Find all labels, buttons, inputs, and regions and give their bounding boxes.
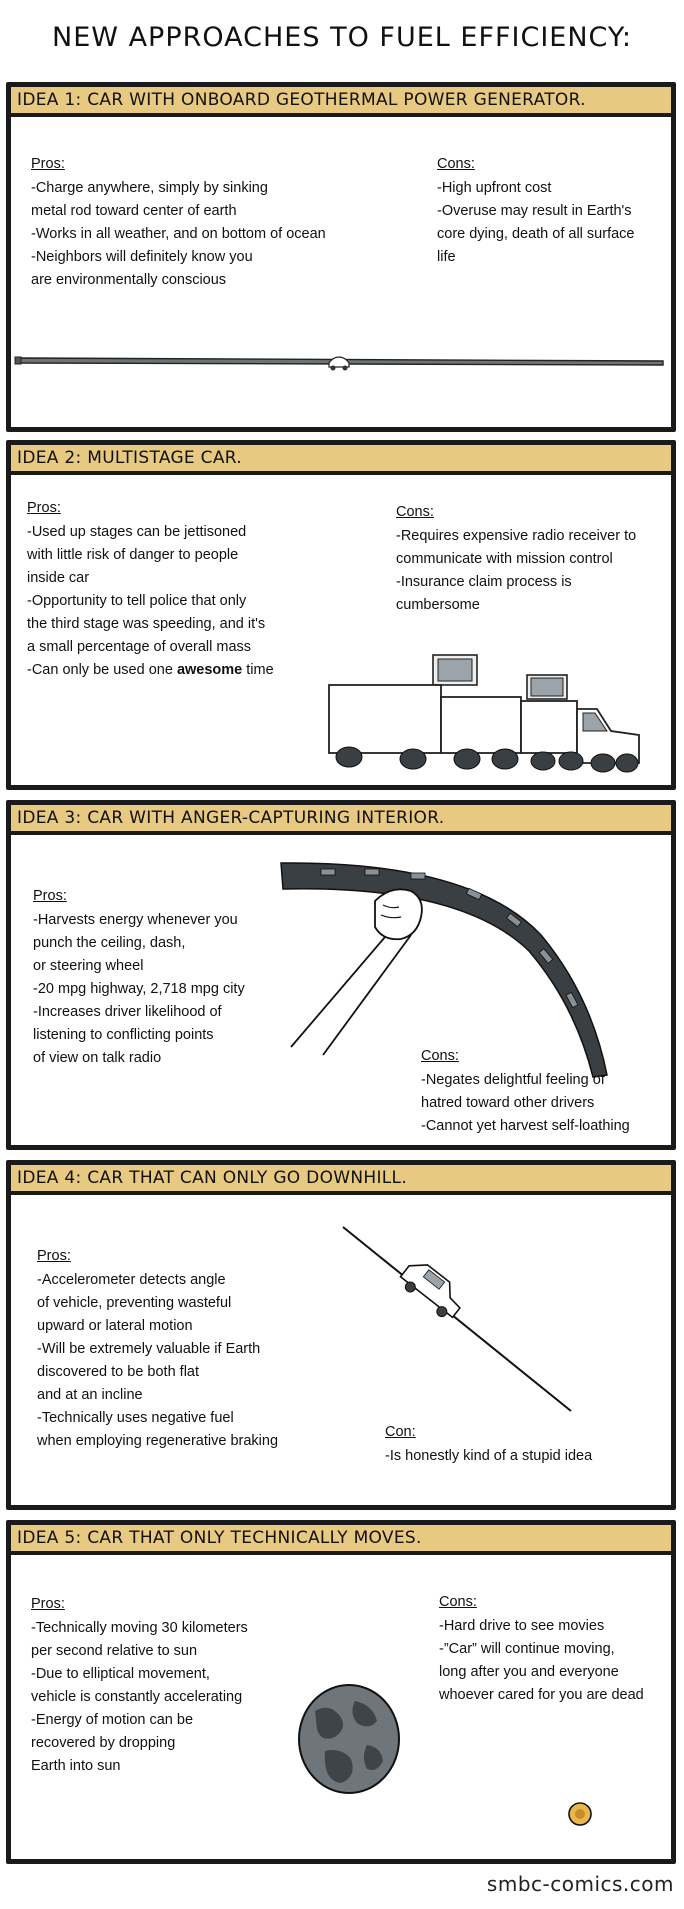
pros-line: discovered to be both flat [37, 1364, 200, 1380]
pros-line: when employing regenerative braking [37, 1433, 279, 1449]
pros-label: Pros: [31, 156, 65, 172]
pros-line: -Accelerometer detects angle [37, 1272, 226, 1288]
panel-banner: IDEA 3: CAR WITH ANGER-CAPTURING INTERIO… [11, 805, 671, 835]
pros-label: Pros: [37, 1248, 71, 1264]
pros-text: -Can only be used one [27, 662, 177, 678]
panel-idea-4: IDEA 4: CAR THAT CAN ONLY GO DOWNHILL. P… [6, 1160, 676, 1510]
pros-line: listening to conflicting points [33, 1027, 214, 1043]
pros-line: -Charge anywhere, simply by sinking [31, 180, 268, 196]
panel-banner: IDEA 2: MULTISTAGE CAR. [11, 445, 671, 475]
pros-line: -Opportunity to tell police that only [27, 593, 247, 609]
pros-block: Pros: -Technically moving 30 kilometers … [31, 1593, 248, 1778]
multistage-car-illustration [328, 654, 640, 773]
pros-line: -Energy of motion can be [31, 1712, 194, 1728]
pros-line: -Technically moving 30 kilometers [31, 1620, 248, 1636]
cons-label: Cons: [421, 1048, 459, 1064]
downhill-car-illustration [342, 1226, 572, 1412]
pros-line: or steering wheel [33, 958, 144, 974]
panel-banner: IDEA 1: CAR WITH ONBOARD GEOTHERMAL POWE… [11, 87, 671, 117]
earth-illustration [298, 1684, 400, 1794]
pros-label: Pros: [31, 1596, 65, 1612]
pros-line: -Due to elliptical movement, [31, 1666, 210, 1682]
cons-line: -Negates delightful feeling of [421, 1072, 605, 1088]
panel-banner: IDEA 4: CAR THAT CAN ONLY GO DOWNHILL. [11, 1165, 671, 1195]
pros-line: and at an incline [37, 1387, 143, 1403]
pros-line: of vehicle, preventing wasteful [37, 1295, 232, 1311]
panel-idea-3: IDEA 3: CAR WITH ANGER-CAPTURING INTERIO… [6, 800, 676, 1150]
pros-line: upward or lateral motion [37, 1318, 193, 1334]
cons-line: -Is honestly kind of a stupid idea [385, 1448, 593, 1464]
pros-line: recovered by dropping [31, 1735, 176, 1751]
cons-line: -Overuse may result in Earth's [437, 203, 632, 219]
cons-line: communicate with mission control [396, 551, 613, 567]
cons-label: Con: [385, 1424, 416, 1440]
pros-line: vehicle is constantly accelerating [31, 1689, 243, 1705]
pros-line: of view on talk radio [33, 1050, 162, 1066]
geothermal-rod-illustration [14, 356, 664, 371]
pros-line: metal rod toward center of earth [31, 203, 237, 219]
panel-banner: IDEA 5: CAR THAT ONLY TECHNICALLY MOVES. [11, 1525, 671, 1555]
pros-line: per second relative to sun [31, 1643, 198, 1659]
cons-label: Cons: [396, 504, 434, 520]
pros-line: the third stage was speeding, and it's [27, 616, 266, 632]
cons-label: Cons: [439, 1594, 477, 1610]
panel-idea-2: IDEA 2: MULTISTAGE CAR. Pros: -Used up s… [6, 440, 676, 790]
pros-line: -Used up stages can be jettisoned [27, 524, 247, 540]
cons-line: -Requires expensive radio receiver to [396, 528, 637, 544]
site-credit: smbc-comics.com [486, 1872, 674, 1896]
cons-line: cumbersome [396, 597, 480, 613]
pros-line: a small percentage of overall mass [27, 639, 252, 655]
cons-block: Cons: -Requires expensive radio receiver… [396, 501, 636, 617]
cons-block: Cons: -Hard drive to see movies -”Car” w… [439, 1591, 644, 1707]
comic-title: NEW APPROACHES TO FUEL EFFICIENCY: [52, 22, 632, 53]
pros-block: Pros: -Accelerometer detects angle of ve… [37, 1245, 278, 1453]
pros-block: Pros: -Harvests energy whenever you punc… [33, 885, 245, 1070]
pros-label: Pros: [33, 888, 67, 904]
cons-line: life [437, 249, 456, 265]
cons-line: core dying, death of all surface [437, 226, 635, 242]
pros-line: -20 mpg highway, 2,718 mpg city [33, 981, 245, 997]
pros-line: are environmentally conscious [31, 272, 227, 288]
pros-line: -Will be extremely valuable if Earth [37, 1341, 261, 1357]
pros-line-awesome: -Can only be used one awesome time [27, 659, 274, 682]
pros-line: Earth into sun [31, 1758, 121, 1774]
pros-block: Pros: -Used up stages can be jettisoned … [27, 497, 274, 682]
cons-line: -”Car” will continue moving, [439, 1641, 615, 1657]
pros-line: -Technically uses negative fuel [37, 1410, 234, 1426]
cons-label: Cons: [437, 156, 475, 172]
cons-line: -Insurance claim process is [396, 574, 572, 590]
pros-block: Pros: -Charge anywhere, simply by sinkin… [31, 153, 326, 292]
punching-arm-illustration [280, 862, 608, 1078]
panel-idea-1: IDEA 1: CAR WITH ONBOARD GEOTHERMAL POWE… [6, 82, 676, 432]
pros-line: -Harvests energy whenever you [33, 912, 238, 928]
cons-line: hatred toward other drivers [421, 1095, 595, 1111]
pros-line: punch the ceiling, dash, [33, 935, 186, 951]
cons-line: -High upfront cost [437, 180, 552, 196]
pros-line: -Neighbors will definitely know you [31, 249, 253, 265]
pros-line: with little risk of danger to people [27, 547, 239, 563]
pros-line: inside car [27, 570, 90, 586]
awesome-emphasis: awesome [176, 662, 243, 678]
pros-label: Pros: [27, 500, 61, 516]
cons-line: -Hard drive to see movies [439, 1618, 605, 1634]
cons-block: Con: -Is honestly kind of a stupid idea [385, 1421, 592, 1468]
pros-line: -Works in all weather, and on bottom of … [31, 226, 326, 242]
pros-line: -Increases driver likelihood of [33, 1004, 222, 1020]
cons-line: whoever cared for you are dead [439, 1687, 644, 1703]
cons-block: Cons: -Negates delightful feeling of hat… [421, 1045, 630, 1138]
cons-line: long after you and everyone [439, 1664, 619, 1680]
panel-idea-5: IDEA 5: CAR THAT ONLY TECHNICALLY MOVES.… [6, 1520, 676, 1864]
pros-text: time [242, 662, 274, 678]
cons-line: -Cannot yet harvest self-loathing [421, 1118, 630, 1134]
cons-block: Cons: -High upfront cost -Overuse may re… [437, 153, 634, 269]
sun-icon [568, 1802, 592, 1826]
